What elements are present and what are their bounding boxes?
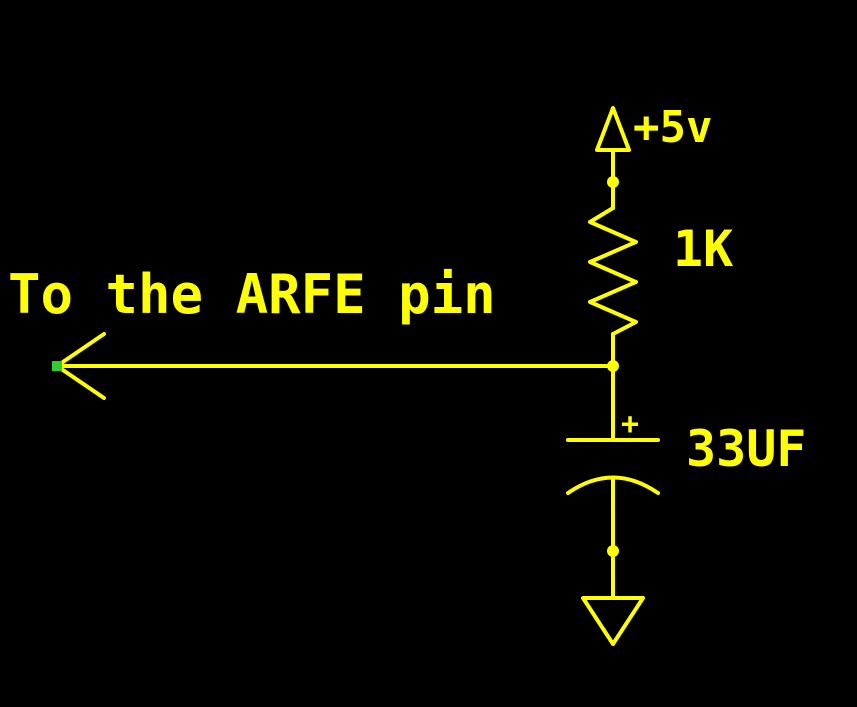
ground-junction-dot (607, 545, 619, 557)
ground-symbol (581, 596, 645, 646)
pin-endpoint-marker (52, 361, 62, 371)
supply-junction-dot (607, 176, 619, 188)
resistor-symbol (588, 206, 638, 336)
supply-label: +5v (633, 102, 712, 153)
capacitor-value-label: 33UF (686, 420, 806, 478)
capacitor-polarity-mark: + (621, 407, 639, 442)
net-label: To the ARFE pin (8, 263, 496, 326)
resistor-value-label: 1K (673, 220, 733, 278)
supply-arrow-symbol (595, 106, 631, 152)
